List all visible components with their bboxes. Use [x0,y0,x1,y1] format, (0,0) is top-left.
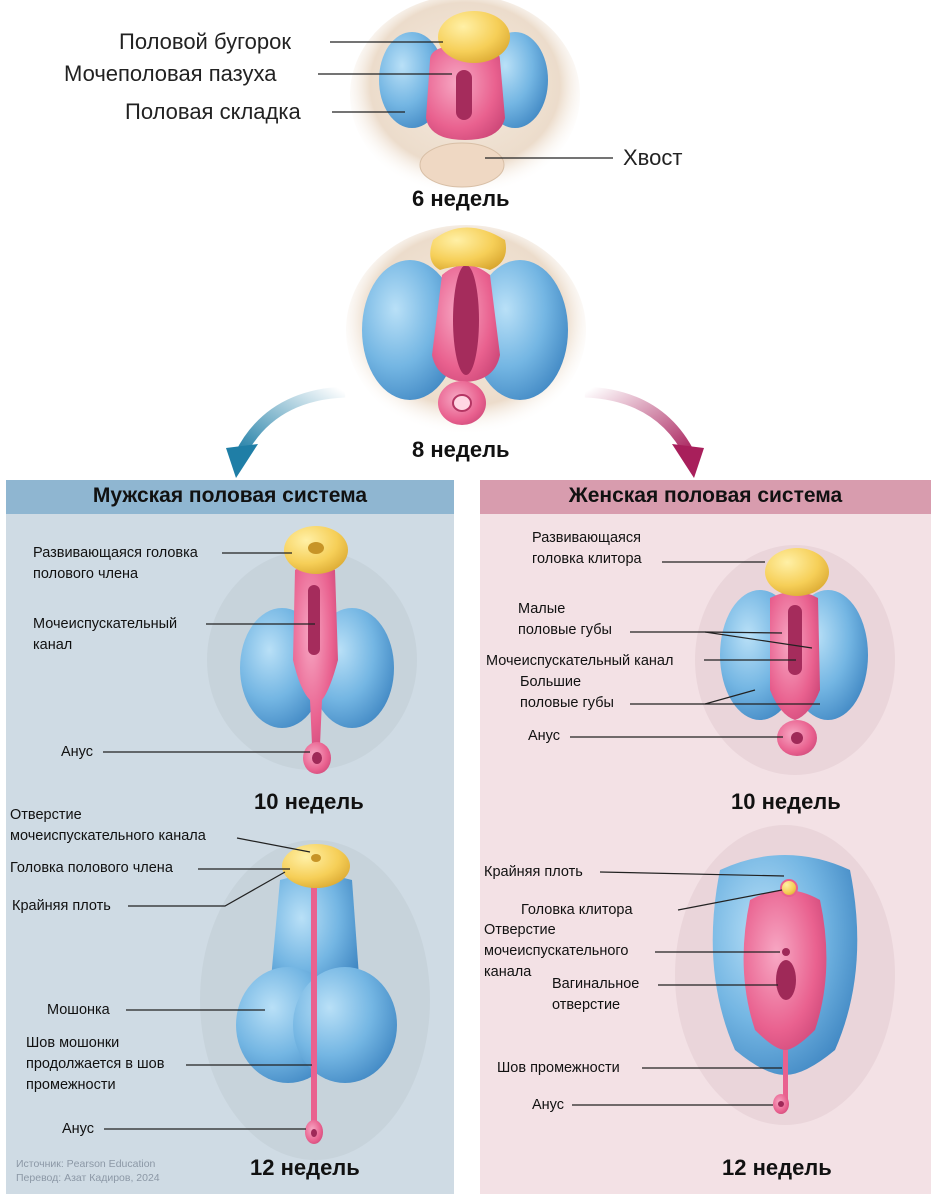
label-genital-fold: Половая складка [125,99,301,124]
label-female-anus-10: Анус [528,728,561,744]
label-foreskin: Крайняя плоть [12,898,111,914]
stage-female-10-weeks: 10 недель [731,789,841,814]
stage-male-10-weeks: 10 недель [254,789,364,814]
label-tail: Хвост [623,145,683,170]
arrow-to-female [584,386,695,458]
embryo-6-weeks [350,0,580,195]
label-clitoral-prepuce: Крайняя плоть [484,864,583,880]
male-10-weeks [207,526,417,774]
arrow-to-male [235,386,346,458]
stage-male-12-weeks: 12 недель [250,1155,360,1180]
male-panel-title: Мужская половая система [92,484,368,507]
label-genital-tubercle: Половой бугорок [119,29,291,54]
female-panel-header [480,480,931,514]
label-glans-penis: Головка полового члена [10,860,173,876]
label-male-anus-12: Анус [62,1121,95,1137]
male-12-weeks [200,840,430,1160]
label-female-anus-12: Анус [532,1097,565,1113]
label-glans-clitoris: Головка клитора [521,902,633,918]
stage-female-12-weeks: 12 недель [722,1155,832,1180]
female-panel-title: Женская половая система [568,484,843,507]
label-male-anus-10: Анус [61,744,94,760]
male-panel-header [6,480,454,514]
stage-6-weeks: 6 недель [412,186,510,211]
label-female-urethra: Мочеиспускательный канал [486,653,674,669]
stage-8-weeks: 8 недель [412,437,510,462]
label-scrotum: Мошонка [47,1002,110,1018]
label-perineal-raphe: Шов промежности [497,1060,620,1076]
leader-lines [103,41,820,1130]
label-urogenital-sinus: Мочеполовая пазуха [64,61,277,86]
embryo-8-weeks [346,225,586,435]
female-12-weeks [675,825,895,1125]
